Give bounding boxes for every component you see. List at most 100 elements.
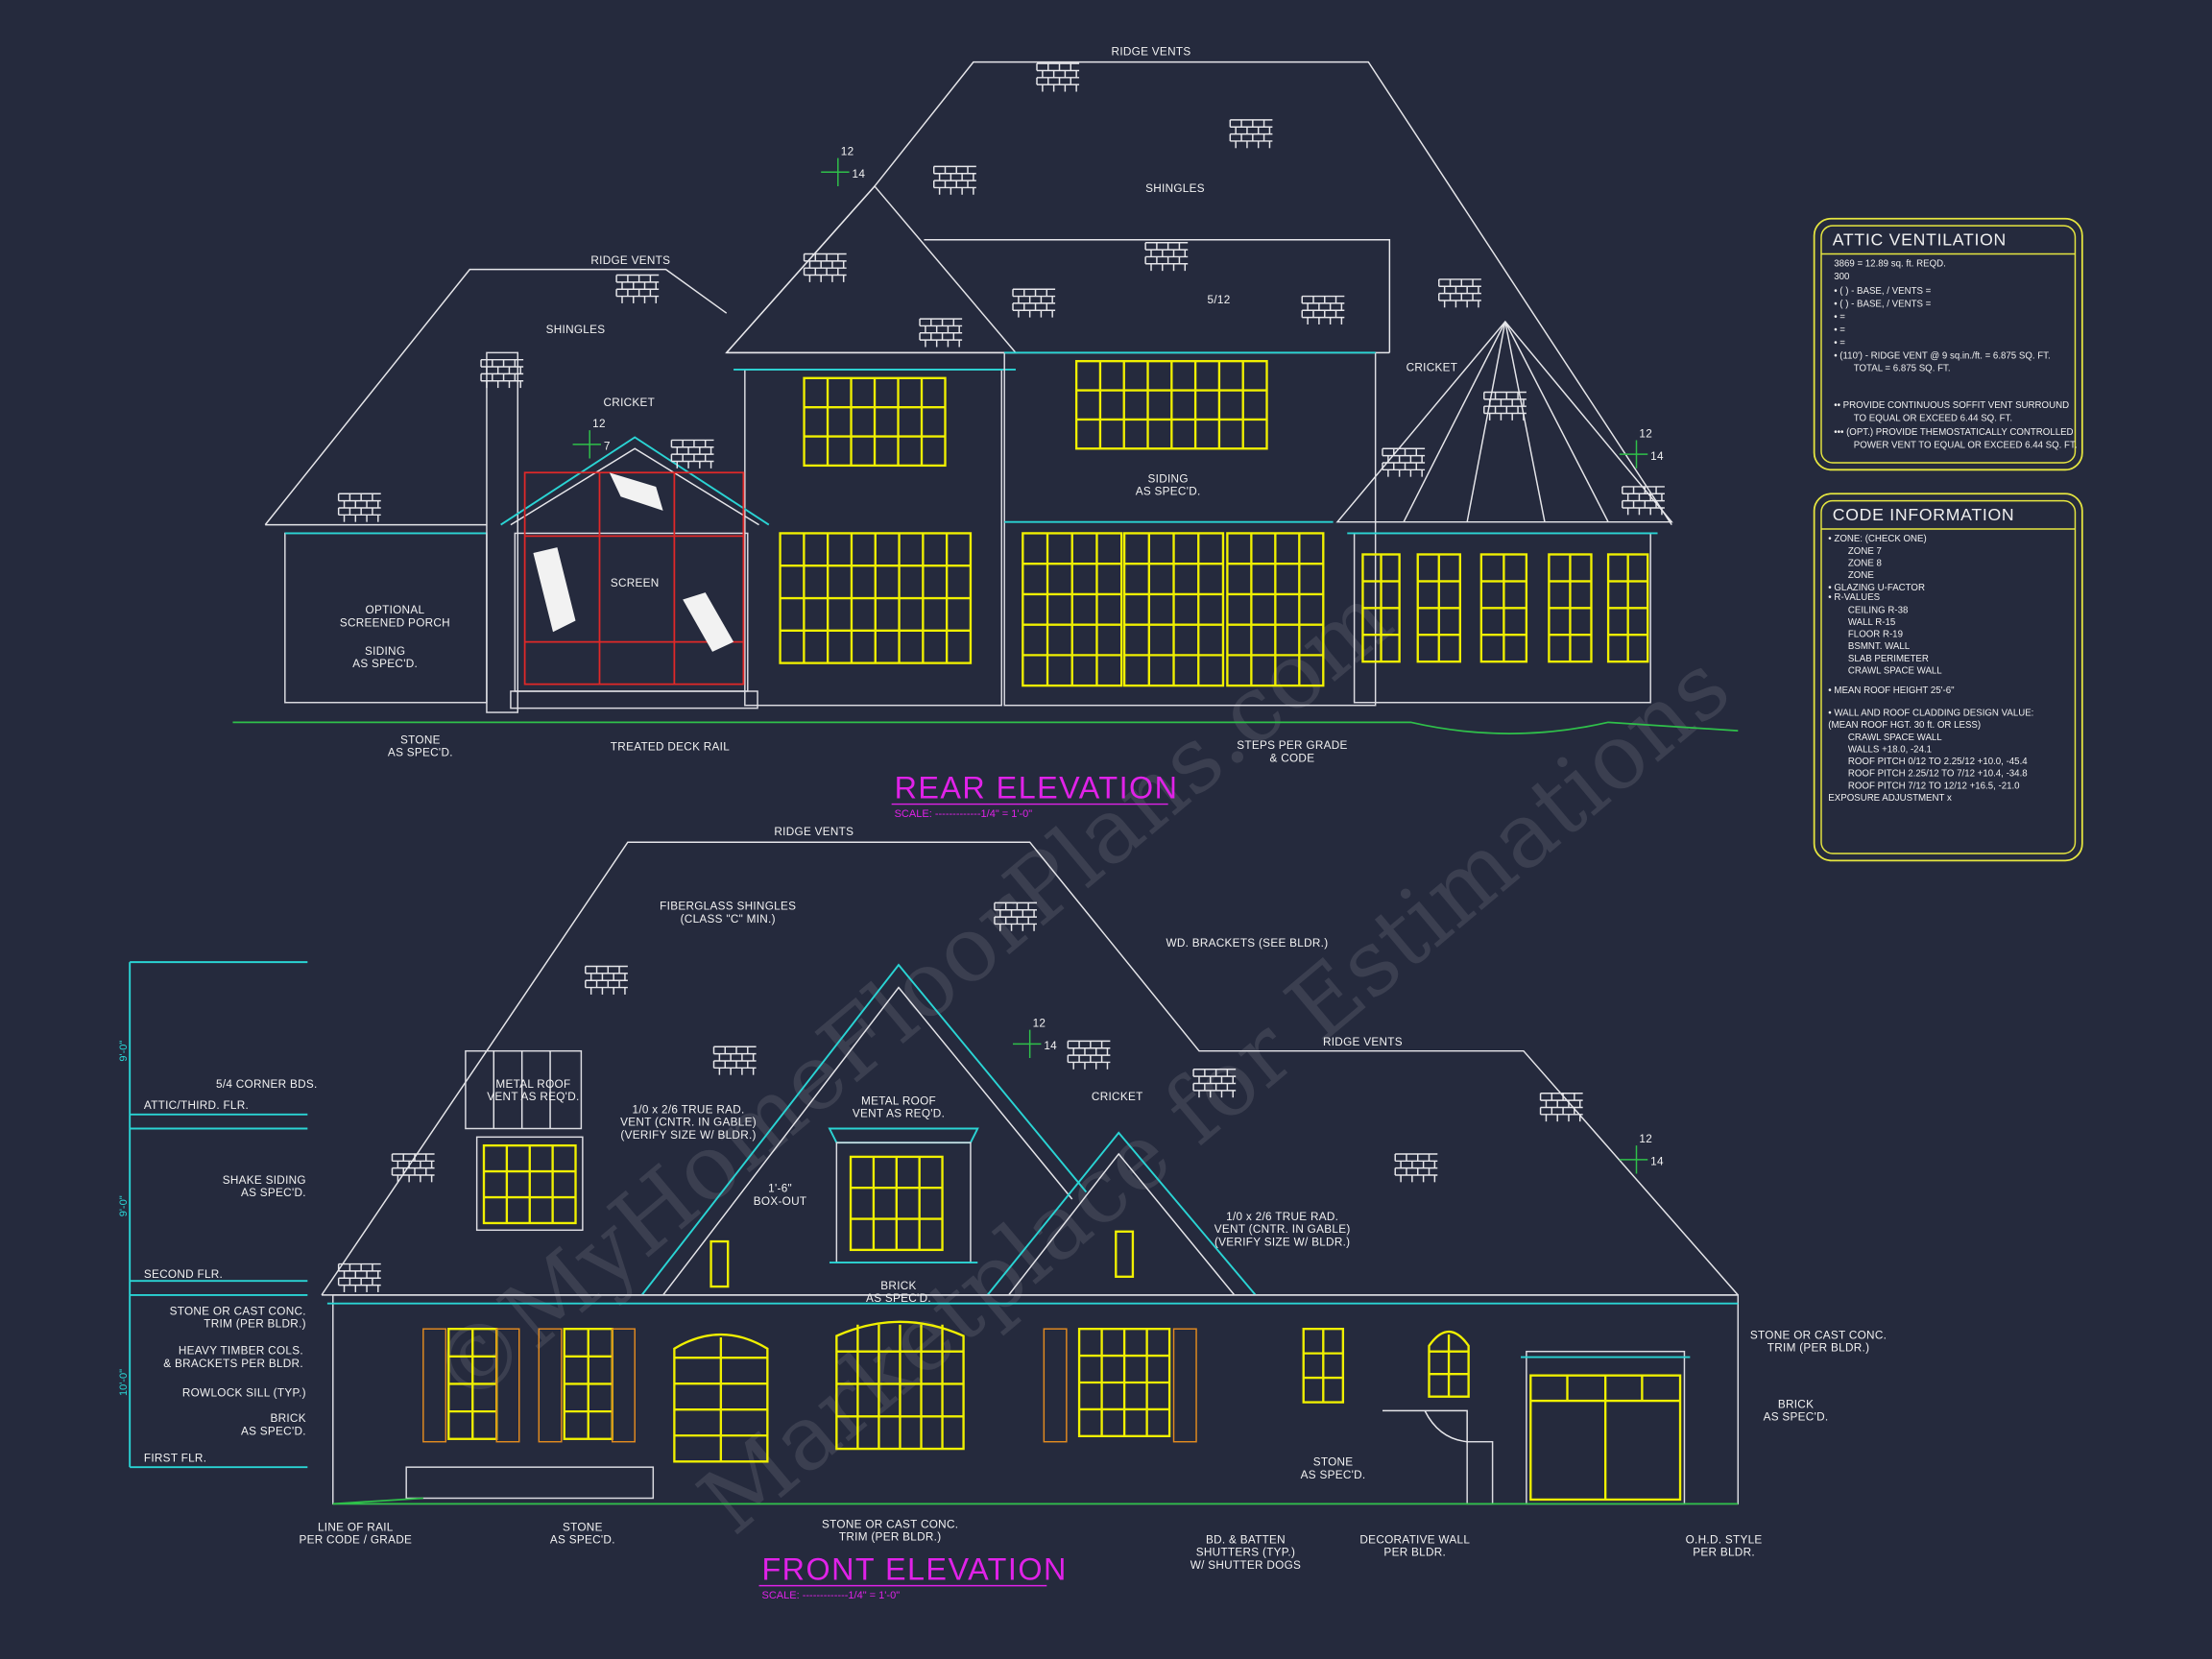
shutter: [611, 1328, 636, 1443]
pitch-run: 14: [1650, 450, 1664, 463]
label-line: AS SPEC'D.: [1301, 1469, 1366, 1481]
label-line: AS SPEC'D.: [866, 1292, 931, 1305]
label-line: AS SPEC'D.: [388, 747, 453, 759]
code-information-line: CRAWL SPACE WALL: [1848, 733, 1942, 743]
window: [779, 532, 973, 664]
label-line: SIDING: [365, 645, 405, 658]
rear-elevation-title-block: REAR ELEVATION SCALE: -------------1/4" …: [891, 771, 1179, 820]
brick-symbol: [1229, 119, 1273, 149]
label-line: SHAKE SIDING: [223, 1174, 306, 1187]
brick-symbol: [1067, 1040, 1111, 1070]
attic-ventilation-line: 3869 = 12.89 sq. ft. REQD.: [1834, 259, 1946, 270]
label-line: (VERIFY SIZE W/ BLDR.): [1214, 1236, 1350, 1248]
label-line: HEAVY TIMBER COLS.: [179, 1345, 303, 1358]
code-information-line: • MEAN ROOF HEIGHT 25'-6": [1828, 685, 1955, 696]
label-line: TREATED DECK RAIL: [611, 741, 730, 754]
pitch-rise: 12: [1639, 428, 1652, 441]
window: [1548, 553, 1593, 663]
label-line: ROWLOCK SILL (TYP.): [182, 1387, 306, 1400]
window: [1428, 1330, 1470, 1398]
front-windows: [422, 1143, 1470, 1463]
window: [1122, 532, 1225, 687]
brick-symbol: [1192, 1069, 1237, 1098]
attic-ventilation-line: •• PROVIDE CONTINUOUS SOFFIT VENT SURROU…: [1834, 400, 2069, 411]
brick-symbol: [337, 1262, 381, 1292]
window: [1361, 553, 1401, 663]
code-information-line: ZONE: [1848, 570, 1874, 581]
label-line: DECORATIVE WALL: [1359, 1534, 1470, 1547]
rear-label-screen: SCREEN: [611, 577, 660, 589]
label-line: WD. BRACKETS (SEE BLDR.): [1166, 937, 1328, 950]
label-line: 1/0 x 2/6 TRUE RAD.: [633, 1103, 745, 1116]
attic-ventilation-line: TOTAL = 6.875 SQ. FT.: [1854, 364, 1951, 374]
label-line: STONE: [400, 733, 441, 746]
roof-pitch-mark: 12 14: [1619, 1133, 1664, 1174]
pitch-run: 14: [1650, 1156, 1664, 1168]
code-information-line: WALL R-15: [1848, 617, 1895, 628]
front-elevation-title-block: FRONT ELEVATION SCALE: -------------1/4"…: [758, 1552, 1066, 1601]
brick-symbol: [585, 965, 628, 995]
pitch-rise: 12: [592, 418, 606, 430]
label-line: BD. & BATTEN: [1206, 1534, 1286, 1547]
front-label-second-flr: SECOND FLR.: [144, 1268, 223, 1281]
label-line: 5/12: [1208, 294, 1231, 306]
window: [482, 1143, 577, 1225]
front-label-vent1: 1/0 x 2/6 TRUE RAD.VENT (CNTR. IN GABLE)…: [620, 1103, 757, 1141]
label-line: CRICKET: [1092, 1091, 1143, 1103]
rear-label-cricket1: CRICKET: [1407, 361, 1458, 373]
window: [1077, 1327, 1171, 1438]
label-line: BRICK: [270, 1412, 305, 1425]
front-label-rowlock: ROWLOCK SILL (TYP.): [182, 1387, 306, 1400]
label-line: SIDING: [1148, 473, 1189, 486]
shutter: [495, 1328, 520, 1443]
rear-label-shingles2: SHINGLES: [546, 324, 606, 336]
rear-elevation-title: REAR ELEVATION: [895, 771, 1179, 805]
shutter: [1172, 1328, 1197, 1443]
label-line: 5/4 CORNER BDS.: [216, 1078, 318, 1091]
screened-porch: [523, 471, 745, 685]
window: [673, 1333, 769, 1463]
label-line: FIRST FLR.: [144, 1452, 206, 1464]
brick-symbol: [933, 165, 976, 195]
brick-symbol: [1382, 447, 1426, 477]
code-information-line: CEILING R-38: [1848, 605, 1908, 615]
front-label-shingles: FIBERGLASS SHINGLES(CLASS "C" MIN.): [660, 901, 796, 926]
attic-ventilation-line: • =: [1834, 325, 1845, 335]
front-label-first-flr: FIRST FLR.: [144, 1452, 206, 1464]
attic-ventilation-box: ATTIC VENTILATION 3869 = 12.89 sq. ft. R…: [1813, 217, 2083, 471]
window: [1606, 553, 1649, 663]
label-line: W/ SHUTTER DOGS: [1190, 1559, 1301, 1572]
front-elevation-drawing: 9'-0" 9'-0" 10'-0": [118, 841, 1740, 1505]
label-line: SHINGLES: [546, 324, 606, 336]
brick-symbol: [480, 358, 524, 389]
label-line: ATTIC/THIRD. FLR.: [144, 1099, 249, 1112]
code-information-title: CODE INFORMATION: [1833, 505, 2015, 524]
code-information-line: CRAWL SPACE WALL: [1848, 665, 1942, 676]
code-information-line: BSMNT. WALL: [1848, 641, 1911, 652]
window: [849, 1155, 944, 1252]
label-line: AS SPEC'D.: [241, 1187, 306, 1199]
brick-symbol: [1438, 278, 1481, 308]
label-line: CRICKET: [1407, 361, 1458, 373]
window: [1022, 532, 1123, 687]
attic-ventilation-line: 300: [1834, 272, 1850, 282]
label-line: RIDGE VENTS: [590, 254, 670, 267]
label-line: VENT (CNTR. IN GABLE): [620, 1117, 757, 1129]
pitch-rise: 12: [1639, 1133, 1652, 1145]
pitch-run: 14: [1044, 1040, 1057, 1052]
code-information-line: • R-VALUES: [1828, 592, 1880, 603]
front-label-cricket: CRICKET: [1092, 1091, 1143, 1103]
label-line: BOX-OUT: [754, 1195, 807, 1208]
label-line: AS SPEC'D.: [1136, 486, 1201, 498]
attic-ventilation-line: TO EQUAL OR EXCEED 6.44 SQ. FT.: [1854, 413, 2012, 423]
window: [1302, 1327, 1345, 1404]
label-line: PER CODE / GRADE: [299, 1534, 412, 1547]
